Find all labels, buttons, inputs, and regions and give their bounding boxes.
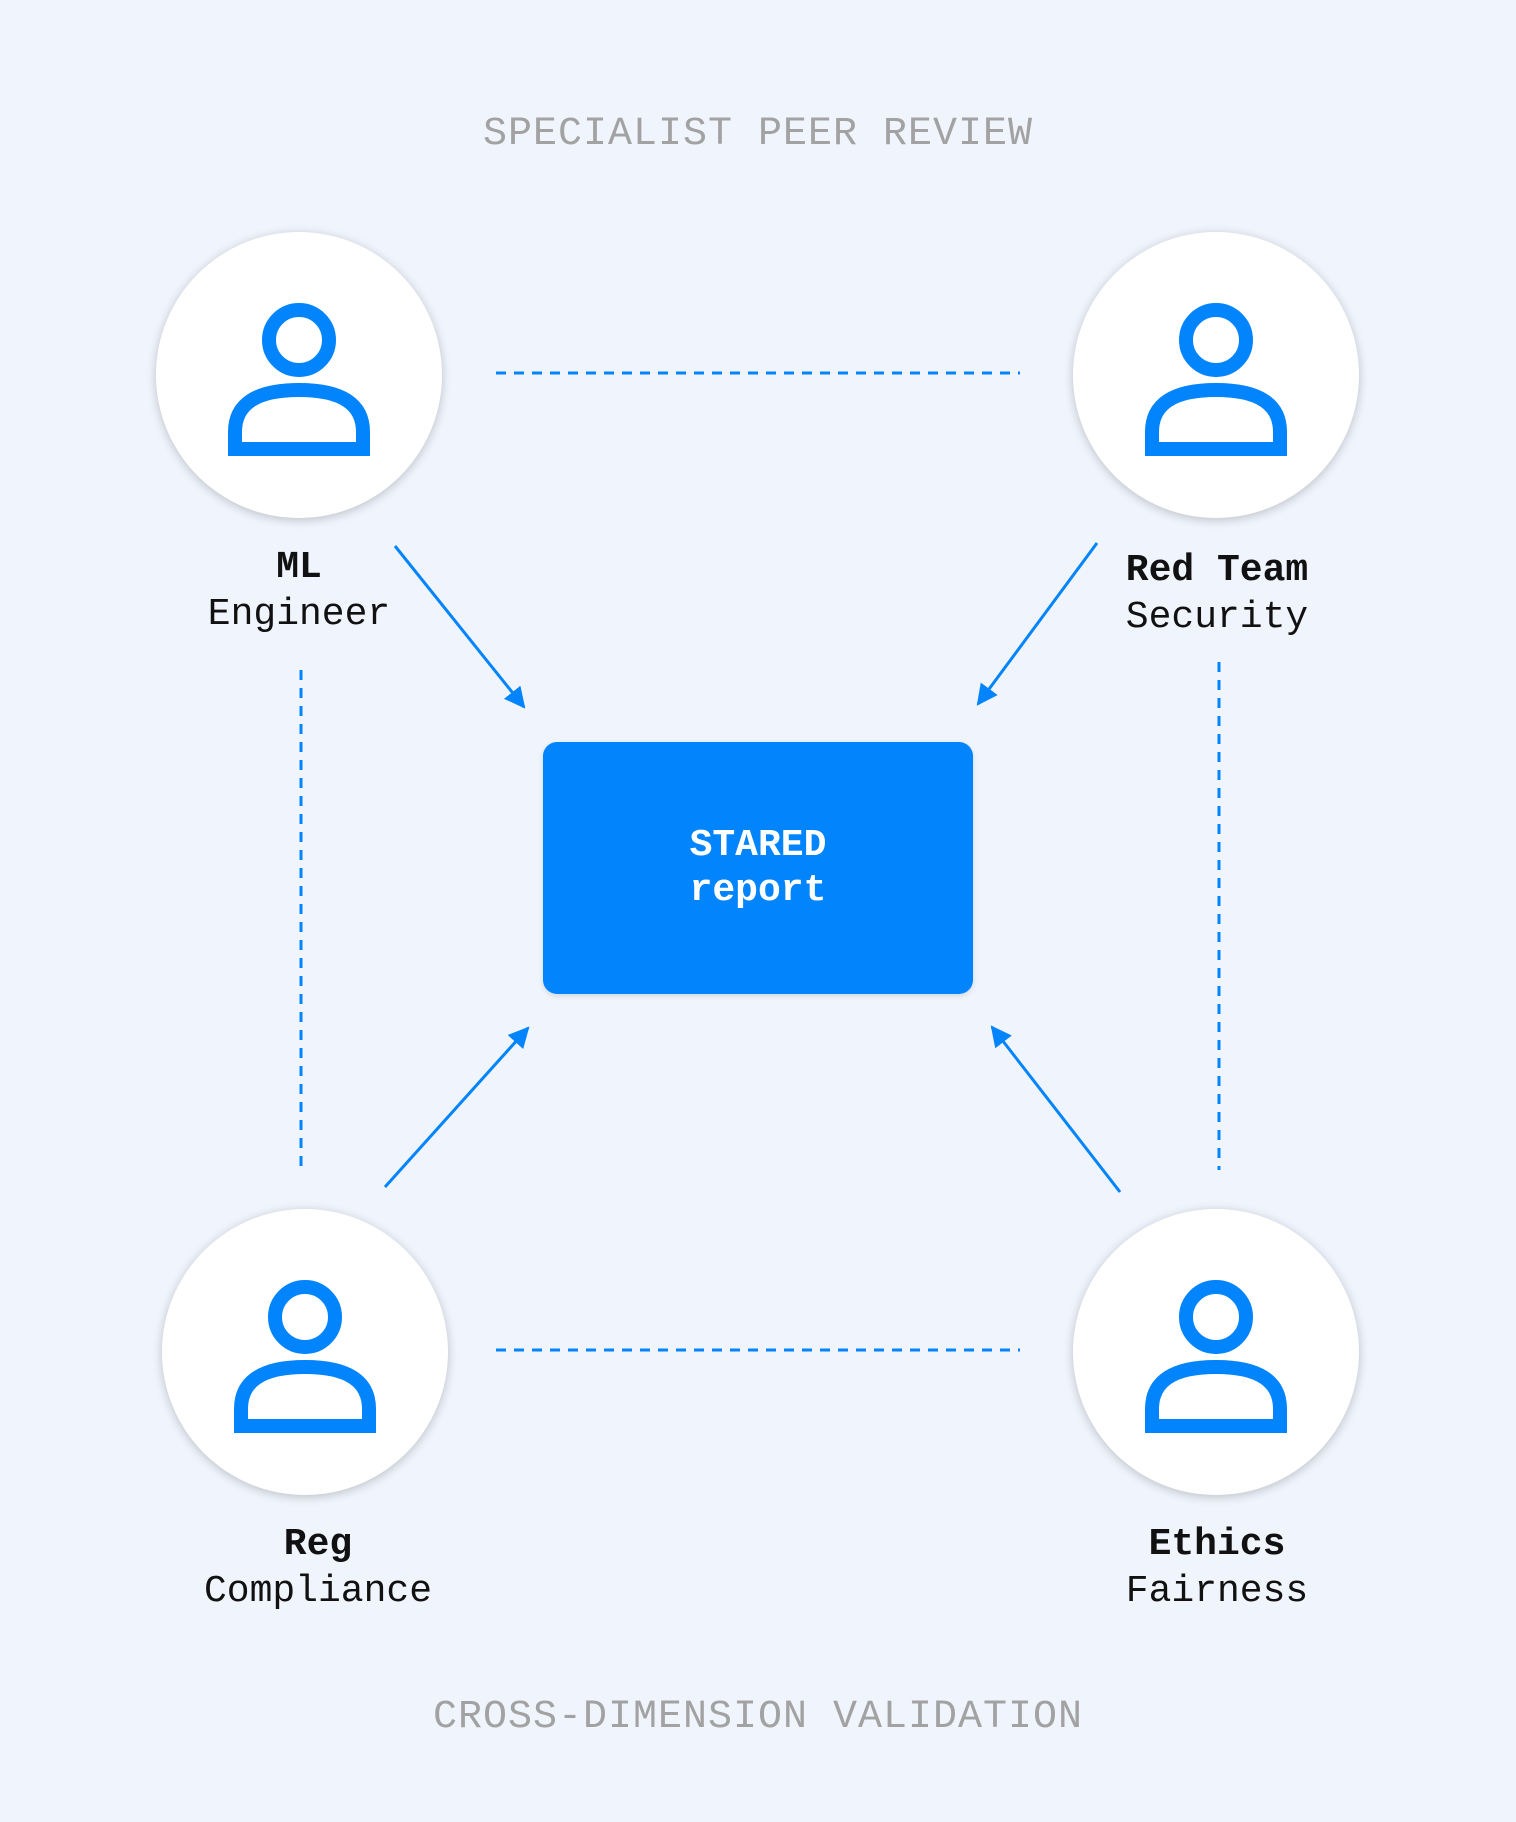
- avatar-ethics-fairness: [1073, 1209, 1359, 1495]
- role-title: Ethics: [1148, 1523, 1286, 1566]
- report-title-line2: report: [689, 869, 827, 912]
- avatar-red-team: [1073, 232, 1359, 518]
- person-icon: [228, 303, 370, 456]
- person-icon: [1145, 303, 1287, 456]
- label-red-team: Red Team Security: [1068, 547, 1366, 641]
- label-ethics-fairness: Ethics Fairness: [1068, 1521, 1366, 1615]
- arrow-reg-to-report: [383, 1026, 530, 1189]
- stared-report-box: STARED report: [543, 742, 973, 994]
- label-reg-compliance: Reg Compliance: [168, 1521, 468, 1615]
- bottom-caption: CROSS-DIMENSION VALIDATION: [432, 1695, 1084, 1740]
- role-title: Red Team: [1125, 549, 1309, 592]
- avatar-reg-compliance: [162, 1209, 448, 1495]
- role-subtitle: Engineer: [207, 593, 391, 636]
- label-ml-engineer: ML Engineer: [150, 544, 448, 638]
- role-title: Reg: [283, 1523, 353, 1566]
- person-icon: [1145, 1280, 1287, 1433]
- role-subtitle: Security: [1125, 596, 1309, 639]
- arrow-ethics-to-report: [990, 1025, 1122, 1193]
- person-icon: [234, 1280, 376, 1433]
- role-subtitle: Fairness: [1125, 1570, 1309, 1613]
- role-title: ML: [276, 546, 322, 589]
- avatar-ml-engineer: [156, 232, 442, 518]
- role-subtitle: Compliance: [203, 1570, 433, 1613]
- report-title-line1: STARED: [689, 824, 827, 867]
- top-caption: SPECIALIST PEER REVIEW: [482, 112, 1034, 157]
